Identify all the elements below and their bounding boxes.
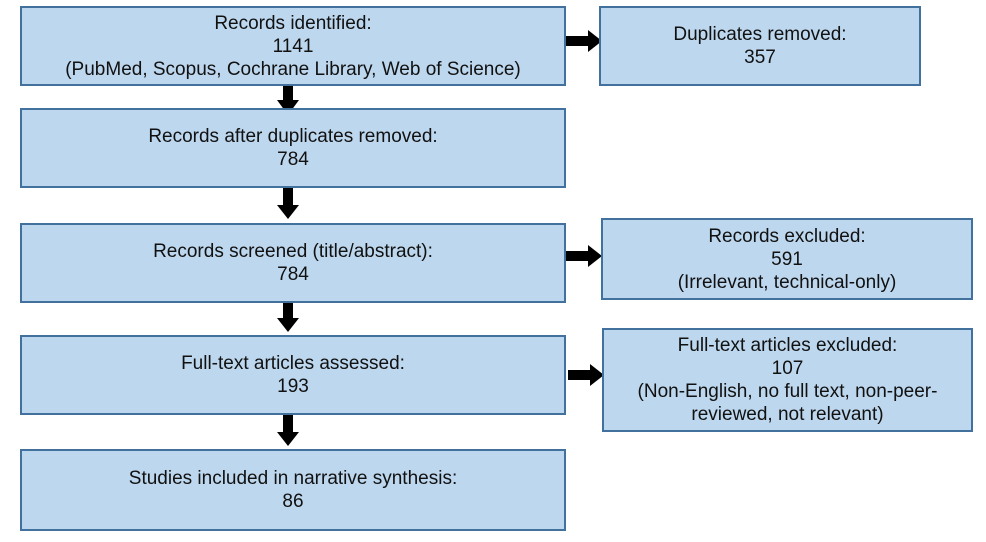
arrow-right-3	[568, 364, 604, 386]
records-excluded-title: Records excluded:	[708, 225, 866, 247]
arrow-right-2	[566, 245, 602, 267]
fulltext-excluded-count: 107	[771, 358, 804, 379]
studies-included-count: 86	[282, 491, 304, 512]
records-identified-box: Records identified: 1141 (PubMed, Scopus…	[20, 6, 566, 86]
duplicates-removed-title: Duplicates removed:	[673, 24, 847, 45]
fulltext-assessed-count: 193	[277, 376, 309, 397]
records-after-duplicates-title: Records after duplicates removed:	[148, 126, 438, 147]
studies-included-title: Studies included in narrative synthesis:	[128, 468, 458, 489]
arrow-down-1	[277, 86, 299, 115]
records-screened-box: Records screened (title/abstract): 784	[20, 223, 566, 303]
arrow-right-1	[566, 30, 602, 52]
records-excluded-reasons: (Irrelevant, technical-only)	[677, 271, 897, 293]
fulltext-excluded-reasons-line2: reviewed, not relevant)	[691, 404, 884, 425]
fulltext-excluded-box: Full-text articles excluded: 107 (Non-En…	[602, 328, 973, 432]
records-after-duplicates-box: Records after duplicates removed: 784	[20, 108, 566, 188]
fulltext-assessed-box: Full-text articles assessed: 193	[20, 335, 566, 415]
fulltext-excluded-reasons-line1: (Non-English, no full text, non-peer-	[637, 381, 938, 402]
records-screened-title: Records screened (title/abstract):	[153, 241, 433, 262]
fulltext-excluded-title: Full-text articles excluded:	[677, 335, 898, 356]
arrow-down-3	[277, 303, 299, 332]
records-after-duplicates-count: 784	[277, 149, 309, 170]
records-excluded-box: Records excluded: 591 (Irrelevant, techn…	[601, 218, 973, 300]
arrow-down-2	[277, 188, 299, 219]
arrow-down-4	[277, 415, 299, 446]
records-identified-sources: (PubMed, Scopus, Cochrane Library, Web o…	[65, 58, 521, 80]
studies-included-box: Studies included in narrative synthesis:…	[20, 449, 566, 531]
duplicates-removed-box: Duplicates removed: 357	[599, 6, 921, 86]
records-excluded-count: 591	[771, 248, 803, 270]
records-identified-title: Records identified:	[214, 12, 372, 34]
fulltext-assessed-title: Full-text articles assessed:	[181, 353, 405, 374]
records-identified-count: 1141	[272, 35, 314, 57]
records-screened-count: 784	[277, 264, 309, 285]
duplicates-removed-count: 357	[744, 47, 776, 68]
